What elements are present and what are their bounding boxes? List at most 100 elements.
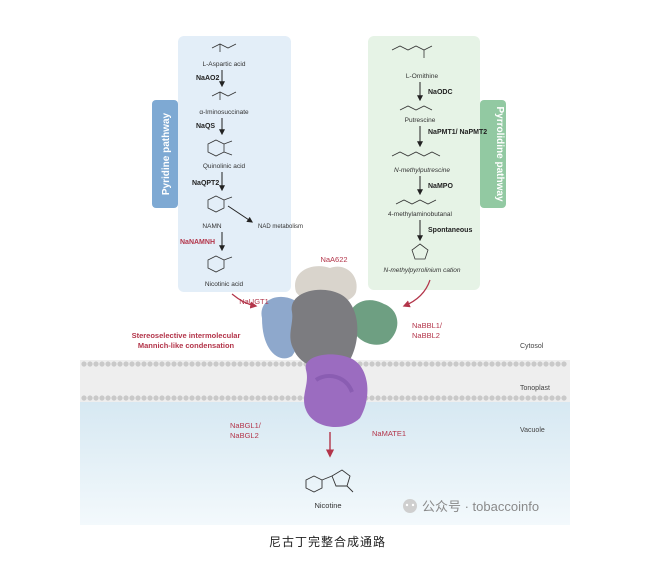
lipid-head <box>543 395 549 401</box>
lipid-head <box>477 361 483 367</box>
lipid-head <box>237 361 243 367</box>
enzyme-label: NaNAMNH <box>180 239 215 246</box>
lipid-head <box>453 395 459 401</box>
lipid-head <box>519 361 525 367</box>
lipid-head <box>429 361 435 367</box>
lipid-head <box>267 395 273 401</box>
lipid-head <box>153 395 159 401</box>
lipid-head <box>507 395 513 401</box>
lipid-head <box>105 395 111 401</box>
lipid-head <box>219 361 225 367</box>
lipid-head <box>171 361 177 367</box>
lipid-head <box>213 361 219 367</box>
lipid-head <box>411 361 417 367</box>
enzyme-label: NaPMT1/ NaPMT2 <box>428 129 487 136</box>
lipid-head <box>105 361 111 367</box>
lipid-head <box>381 361 387 367</box>
enzyme-label: NaODC <box>428 89 453 96</box>
lipid-head <box>153 361 159 367</box>
lipid-head <box>525 361 531 367</box>
lipid-head <box>411 395 417 401</box>
lipid-head <box>453 361 459 367</box>
lipid-head <box>537 395 543 401</box>
lipid-head <box>135 395 141 401</box>
quinolinic-acid-structure <box>207 139 233 157</box>
nabgl-label: NaBGL1/ <box>230 421 262 430</box>
lipid-head <box>261 395 267 401</box>
enzyme-label: NaAO2 <box>196 75 219 82</box>
nad-metabolism-label: NAD metabolism <box>258 224 303 230</box>
vacuole-label: Vacuole <box>520 427 545 434</box>
lipid-head <box>129 395 135 401</box>
lipid-head <box>393 395 399 401</box>
metabolite-label: Putrescine <box>405 117 436 124</box>
lipid-head <box>267 361 273 367</box>
lipid-head <box>273 395 279 401</box>
pyrrolidine-to-complex-arrow <box>402 279 431 308</box>
lipid-head <box>177 395 183 401</box>
lipid-head <box>495 395 501 401</box>
methylaminobutanal-structure <box>395 199 437 205</box>
enzyme-complex <box>261 266 398 428</box>
lipid-head <box>405 361 411 367</box>
lipid-head <box>123 361 129 367</box>
lipid-head <box>507 361 513 367</box>
nicotine-label: Nicotine <box>314 501 341 510</box>
pyridine-to-complex-arrow <box>231 293 258 309</box>
lipid-head <box>549 395 555 401</box>
putrescine-structure <box>399 105 433 111</box>
lipid-head <box>471 361 477 367</box>
lipid-head <box>159 361 165 367</box>
lipid-head <box>375 395 381 401</box>
lipid-head <box>207 361 213 367</box>
lipid-head <box>375 361 381 367</box>
lipid-head <box>279 395 285 401</box>
lipid-head <box>117 361 123 367</box>
cytosol-label: Cytosol <box>520 343 544 350</box>
lipid-head <box>243 361 249 367</box>
namn-structure <box>207 195 233 213</box>
lipid-head <box>147 395 153 401</box>
lipid-head <box>387 395 393 401</box>
lipid-head <box>255 361 261 367</box>
lipid-head <box>399 395 405 401</box>
lipid-head <box>405 395 411 401</box>
lipid-head <box>297 395 303 401</box>
lipid-head <box>423 361 429 367</box>
lipid-head <box>189 395 195 401</box>
lipid-head <box>297 361 303 367</box>
metabolite-label: Nicotinic acid <box>205 281 244 288</box>
lipid-head <box>555 395 561 401</box>
lipid-head <box>531 395 537 401</box>
lipid-head <box>459 395 465 401</box>
lipid-head <box>285 361 291 367</box>
nabbl-label: NaBBL2 <box>412 331 440 340</box>
lipid-head <box>471 395 477 401</box>
lipid-head <box>171 395 177 401</box>
metabolite-label: NAMN <box>202 223 221 230</box>
lipid-head <box>231 361 237 367</box>
lipid-head <box>99 395 105 401</box>
lipid-head <box>273 361 279 367</box>
lipid-head <box>81 395 87 401</box>
lipid-head <box>195 395 201 401</box>
nabbl-protein <box>348 300 398 345</box>
naa622-label: NaA622 <box>320 255 347 264</box>
lipid-head <box>183 361 189 367</box>
lipid-head <box>417 395 423 401</box>
lipid-head <box>363 361 369 367</box>
lipid-head <box>111 395 117 401</box>
lipid-head <box>99 361 105 367</box>
lipid-head <box>495 361 501 367</box>
lipid-head <box>501 361 507 367</box>
lipid-head <box>561 395 567 401</box>
lipid-head <box>207 395 213 401</box>
lipid-head <box>129 361 135 367</box>
nabbl-label: NaBBL1/ <box>412 321 443 330</box>
core-protein <box>290 289 358 370</box>
figure-caption: 尼古丁完整合成通路 <box>268 535 386 549</box>
lipid-head <box>249 361 255 367</box>
lipid-head <box>447 395 453 401</box>
pyrrolidine-pathway-title: Pyrrolidine pathway <box>494 106 505 201</box>
